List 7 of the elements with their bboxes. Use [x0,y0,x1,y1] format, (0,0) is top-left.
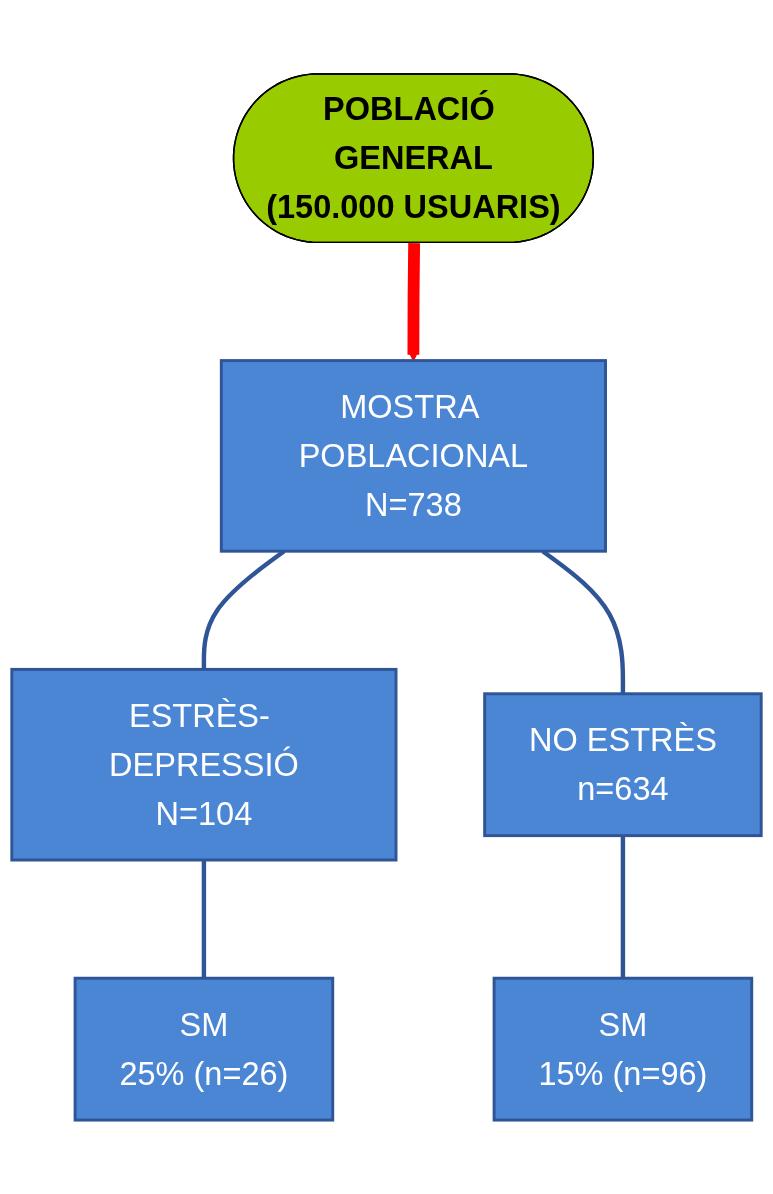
node-box: SM 25% (n=26) [73,976,335,1122]
connector [201,860,207,979]
node-box: ESTRÈS- DEPRESSIÓ N=104 [10,667,398,862]
node-box: MOSTRA POBLACIONAL N=738 [219,359,607,553]
node-box: SM 15% (n=96) [492,976,754,1122]
connector [620,835,626,979]
node-box: NO ESTRÈS n=634 [483,692,763,838]
